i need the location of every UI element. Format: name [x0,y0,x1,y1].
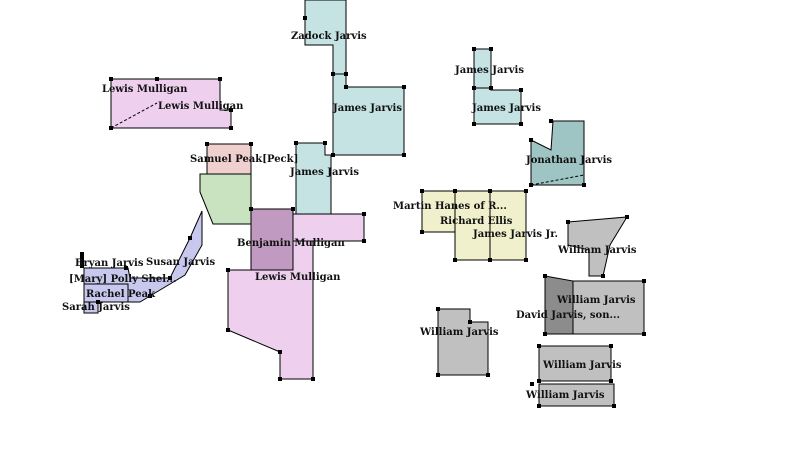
label-david-jarvis: David Jarvis, son... [516,310,620,321]
parcel-pink-strip[interactable] [292,213,365,242]
label-james-jarvis-jr: James Jarvis Jr. [472,229,558,240]
label-james-jarvis-mid: James Jarvis [289,167,359,178]
parcel-samuel-shellborn[interactable] [199,173,252,225]
parcel-rachel-peak[interactable] [83,283,129,303]
label-jonathan-jarvis: Jonathan Jarvis [525,155,612,166]
parcel-labels: Zadock Jarvis Lewis Mulligan Lewis Mulli… [62,31,637,401]
label-rachel-peak: Rachel Peak [86,289,156,300]
vertex-markers [96,16,646,408]
label-susan-jarvis: Susan Jarvis [146,257,215,268]
label-william-jarvis-5: William Jarvis [525,390,605,401]
label-william-jarvis-2: William Jarvis [556,295,636,306]
label-bryan-jarvis: Bryan Jarvis [75,258,144,269]
label-lewis-mulligan-c: Lewis Mulligan [255,272,341,283]
parcel-james-jarvis-mid[interactable] [295,142,332,215]
label-zadock-jarvis: Zadock Jarvis [291,31,367,42]
parcel-sarah-jarvis[interactable] [83,301,99,314]
parcel-james-jarvis-top[interactable] [332,73,405,156]
label-william-jarvis-4: William Jarvis [542,360,622,371]
parcel-william-jarvis-2[interactable] [572,280,645,335]
parcel-william-jarvis-1[interactable] [567,216,628,277]
label-william-jarvis-1: William Jarvis [557,245,637,256]
label-samuel-peak: Samuel Peak[Peck] [190,154,298,165]
label-lewis-mulligan-a: Lewis Mulligan [102,84,188,95]
parcel-william-jarvis-3[interactable] [437,308,489,376]
label-mary-polly: [Mary] Polly Shel... [69,274,176,285]
label-william-jarvis-3: William Jarvis [419,327,499,338]
label-james-jarvis-r1: James Jarvis [454,65,524,76]
label-james-jarvis-top: James Jarvis [332,103,402,114]
label-sarah-jarvis: Sarah Jarvis [62,302,130,313]
label-lewis-mulligan-b: Lewis Mulligan [158,101,244,112]
parcel-jonathan-jarvis[interactable] [530,120,585,186]
label-richard-ellis: Richard Ellis [440,216,513,227]
label-martin-hanes: Martin Hanes of R... [393,201,507,212]
label-james-jarvis-r2: James Jarvis [471,103,541,114]
label-benjamin-mulligan: Benjamin Mulligan [237,238,346,249]
